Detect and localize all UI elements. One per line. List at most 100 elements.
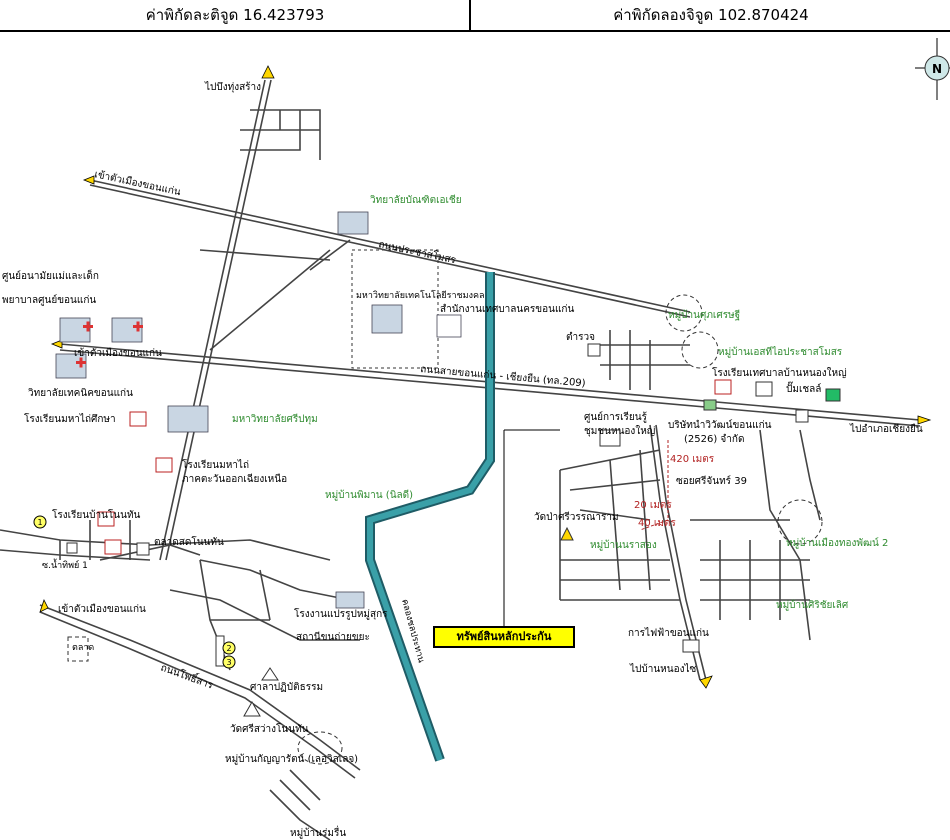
label-village-nara: หมู่บ้านนราสอง: [590, 539, 657, 551]
label-technical-college: วิทยาลัยเทคนิคขอนแก่น: [28, 388, 133, 399]
label-company: บริษัทนำวิวัฒน์ขอนแก่น: [668, 419, 772, 431]
south-arrow-icon: [699, 675, 713, 689]
college-building-icon: [337, 211, 369, 235]
label-company2: (2526) จำกัด: [684, 434, 744, 445]
school-icon: [155, 457, 173, 473]
label-ban-nong-yai-school: โรงเรียนเทศบาลบ้านหนองใหญ่: [712, 366, 847, 379]
compass-icon: N: [915, 38, 950, 100]
village-esthetic-circle: [681, 331, 719, 369]
label-rajamangala: มหาวิทยาลัยเทคโนโลยีราชมงคล: [356, 290, 485, 301]
label-village-sethi: หมู่บ้านศุภเศรษฐี: [668, 309, 740, 321]
label-gas-station: ปั๊มเชลล์: [786, 381, 821, 395]
village-boundaries: [67, 294, 823, 765]
compass-letter: N: [932, 62, 942, 76]
label-mother-child-center: ศูนย์อนามัยแม่และเด็ก: [2, 268, 99, 282]
label-ne-region: ภาคตะวันออกเฉียงเหนือ: [182, 473, 287, 485]
label-learning-center: ศูนย์การเรียนรู้: [584, 411, 648, 423]
temple-icon: [243, 700, 261, 717]
label-sala-patibat: ศาลาปฏิบัติธรรม: [250, 682, 323, 693]
village-mueangthong-circle: [777, 499, 823, 545]
electricity-icon: [682, 639, 700, 653]
numbered-markers: 1 2 3: [33, 515, 236, 669]
west-arrow-icon: [82, 175, 95, 185]
school-icons: [97, 379, 732, 555]
campus-boundary: [351, 249, 439, 369]
school-icon: [129, 411, 147, 427]
temple-icon: [261, 667, 279, 681]
label-to-thung-sang: ไปบึงทุ่งสร้าง: [204, 81, 261, 93]
north-arrow-icon: [261, 65, 275, 79]
hospital-building-icon: [59, 317, 91, 343]
university-building-icon: [371, 304, 403, 334]
label-wat-nonthan: วัดศรีสว่างโนนทัน: [230, 722, 309, 735]
label-village-sirichai: หมู่บ้านศิริชัยเลิศ: [776, 599, 849, 611]
label-village-rai: หมู่บ้านร่มรื่น: [290, 825, 346, 839]
village-sethi-circle: [665, 294, 703, 332]
label-prachasamosorn-rd: ถนนประชาสโมสร: [377, 237, 457, 266]
school-icon: [714, 379, 732, 395]
road-network: [0, 79, 921, 840]
label-mahasarakham-school: โรงเรียนมหาไถ่ศึกษา: [24, 412, 116, 425]
sw-arrow-icon: [39, 598, 49, 613]
office-building-icon: [436, 314, 462, 338]
marker-3: 3: [226, 658, 231, 667]
university-building-icon: [167, 405, 209, 433]
marker-1: 1: [37, 518, 42, 527]
label-ban-nonthan-school: โรงเรียนบ้านโนนทัน: [52, 508, 141, 521]
gas-station-icon: [755, 381, 773, 397]
label-dist-40: 40 เมตร: [638, 518, 676, 529]
market-icon: [136, 542, 150, 556]
label-mahathai-school: โรงเรียนมหาไถ่: [182, 458, 249, 471]
coordinate-header: ค่าพิกัดละติจูด 16.423793 ค่าพิกัดลองจิจ…: [0, 0, 950, 32]
label-sripatum-univ: มหาวิทยาลัยศรีปทุม: [232, 413, 318, 425]
house-icon: [66, 542, 78, 554]
label-waste-plant: โรงงานแปรรูปหมู่สุกร: [294, 607, 388, 620]
collateral-label: ทรัพย์สินหลักประกัน: [433, 626, 575, 648]
label-village-mueangthong: หมู่บ้านเมืองทองพัฒน์ 2: [786, 537, 888, 549]
label-community: ชุมชนหนองใหญ่: [584, 425, 655, 437]
label-to-city-sw: เข้าตัวเมืองขอนแก่น: [58, 603, 146, 615]
canal: [367, 272, 493, 761]
latitude-text: ค่าพิกัดละติจูด 16.423793: [145, 6, 325, 24]
market-boundary: [67, 636, 89, 662]
company-icon: [795, 409, 809, 423]
label-land-office: สำนักงานเทศบาลนครขอนแก่น: [440, 304, 574, 315]
label-police: ตำรวจ: [566, 332, 595, 343]
east-arrow-icon: [917, 415, 932, 425]
label-electricity: การไฟฟ้าขอนแก่น: [628, 627, 709, 639]
temple-icon: [560, 526, 574, 541]
label-dist-20: 20 เมตร: [634, 500, 672, 511]
factory-icon: [335, 591, 365, 609]
school-icon: [97, 511, 115, 527]
school-icon: [104, 539, 122, 555]
label-village-esthetic: หมู่บ้านเอสทีไอประชาสโมสร: [718, 345, 843, 358]
village-kanya-circle: [297, 731, 343, 765]
label-village-phiman: หมู่บ้านพิมาน (นิลดี): [325, 489, 413, 501]
label-nonthan-market: ตลาดสดโนนทัน: [154, 535, 224, 548]
label-soi-nampho: ซ.น้ำทิพย์ 1: [42, 558, 88, 571]
label-to-chiangyuen: ไปอำเภอเชียงยืน: [849, 423, 923, 435]
label-bundit-asia: วิทยาลัยบัณฑิตเอเชีย: [370, 194, 462, 206]
label-waste-station: สถานีขนถ่ายขยะ: [296, 631, 370, 643]
company-building-icon: [703, 399, 717, 411]
learning-center-icon: [599, 429, 621, 447]
west-arrow-icon: [50, 339, 63, 349]
red-cross-icons: [76, 321, 143, 368]
distance-path: [639, 440, 669, 531]
shell-icon: [825, 388, 841, 402]
header-divider: [469, 0, 471, 30]
label-khon-kaen-hospital: พยาบาลศูนย์ขอนแก่น: [2, 294, 96, 306]
label-market: ตลาด: [72, 643, 94, 653]
label-to-city-w: เข้าตัวเมืองขอนแก่น: [74, 347, 162, 359]
longitude-text: ค่าพิกัดลองจิจูด 102.870424: [613, 6, 809, 24]
label-to-nong-sai: ไปบ้านหนองไซ: [629, 663, 697, 675]
label-dist-420: 420 เมตร: [670, 454, 715, 465]
label-khonkaen-chiangyuen-rd: ถนนสายขอนแก่น - เชียงยืน (ทล.209): [420, 363, 586, 389]
police-icon: [587, 343, 601, 357]
misc-icons: [66, 343, 841, 717]
label-wat-pa: วัดป่าศรีวรรณาราม: [534, 511, 619, 523]
label-village-kanya: หมู่บ้านกัญญารัตน์ (เลอวิลเลจ): [225, 753, 358, 765]
marker-2: 2: [226, 644, 231, 653]
label-soi-srichan: ซอยศรีจันทร์ 39: [676, 475, 747, 487]
